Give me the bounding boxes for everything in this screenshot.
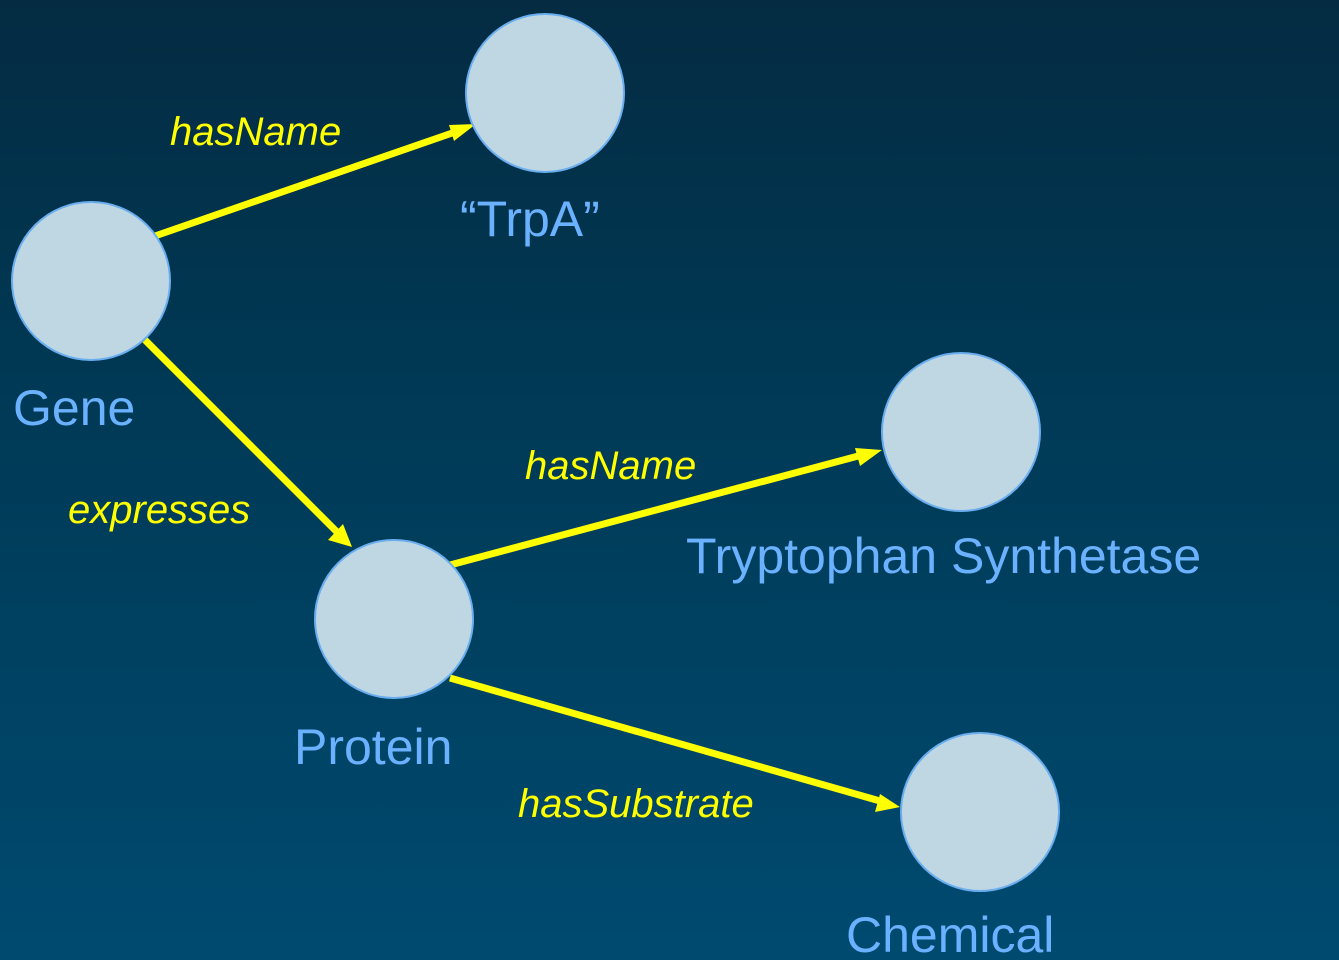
edge-gene-expresses-arrowhead <box>328 524 352 547</box>
edge-gene-expresses-line <box>142 337 341 536</box>
edge-protein-hasname-label: hasName <box>525 444 696 488</box>
node-protein-circle <box>314 539 474 699</box>
edge-gene-hasname <box>153 124 476 240</box>
edge-gene-hasname-label: hasName <box>170 110 341 154</box>
edge-protein-hassubstrate-line <box>449 674 881 805</box>
edge-protein-hassubstrate-label: hasSubstrate <box>518 782 754 826</box>
edge-protein-hassubstrate-arrowhead <box>875 794 900 812</box>
node-tryptophan-circle <box>881 352 1041 512</box>
edge-gene-expresses <box>142 337 352 547</box>
node-tryptophan-label: Tryptophan Synthetase <box>686 528 1201 584</box>
edge-gene-expresses-label: expresses <box>68 488 250 532</box>
edge-protein-hasname-arrowhead <box>855 448 882 466</box>
node-trpa-circle <box>465 13 625 173</box>
edge-gene-hasname-line <box>153 127 460 240</box>
node-trpa-label: “TrpA” <box>460 191 600 247</box>
node-gene-label: Gene <box>13 380 135 436</box>
node-protein-label: Protein <box>294 719 452 775</box>
node-chemical-label: Chemical <box>846 907 1054 960</box>
edge-protein-hassubstrate <box>449 674 900 812</box>
node-gene-circle <box>11 201 171 361</box>
edge-protein-hasname <box>449 448 882 569</box>
node-chemical-circle <box>900 732 1060 892</box>
edge-gene-hasname-arrowhead <box>449 124 476 141</box>
edge-protein-hasname-line <box>449 451 863 569</box>
